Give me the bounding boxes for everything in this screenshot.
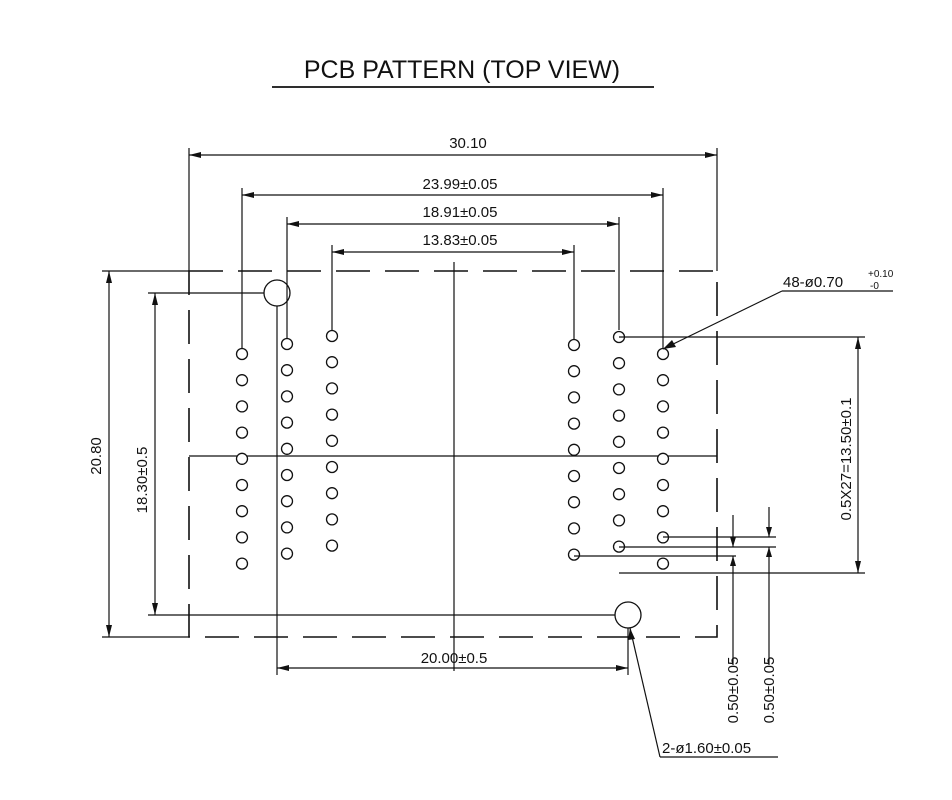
dim-overall-width: 30.10	[188, 135, 718, 271]
drawing-title: PCB PATTERN (TOP VIEW)	[304, 56, 620, 84]
outer-row-span-label: 23.99±0.05	[423, 176, 498, 193]
pad-row-left-inner-pad	[325, 434, 339, 447]
mounting-hole-bottom-right	[614, 601, 642, 629]
pitch-b-label: 0.50±0.05	[761, 657, 778, 724]
pad-row-left-inner-pad	[325, 487, 339, 500]
pad-row-right-inner-pad	[567, 522, 581, 535]
overall-height-label: 20.80	[88, 437, 105, 475]
middle-row-span-label: 18.91±0.05	[423, 204, 498, 221]
pad-row-left-outer-pad	[235, 400, 249, 413]
pad-row-left-middle-pad	[280, 337, 294, 351]
hole-vertical-span-label: 18.30±0.5	[134, 447, 151, 514]
pad-row-right-inner-pad	[567, 391, 581, 404]
hole-spec-label: 2-ø1.60±0.05	[662, 740, 751, 757]
pad-row-left-middle-pad	[280, 468, 294, 482]
pad-row-left-outer-pad	[235, 452, 249, 465]
pad-row-right-middle-pad	[612, 383, 626, 396]
pad-row-right-outer-pad	[656, 400, 670, 413]
pad-row-left-inner-pad	[325, 539, 339, 552]
pad-row-left-outer-pad	[235, 505, 249, 518]
pad-row-right-outer-pad	[656, 505, 670, 518]
pad-row-right-inner-pad	[567, 338, 581, 352]
dim-pitch-details: 0.50±0.05 0.50±0.05	[574, 507, 778, 723]
dim-middle-row-span: 18.91±0.05	[286, 204, 620, 339]
pad-row-left-inner-pad	[325, 460, 339, 474]
pad-row-right-outer-pad	[656, 452, 670, 465]
mounting-hole-top-left	[263, 279, 291, 307]
pad-row-right-middle-pad	[612, 514, 626, 527]
pad-row-left-outer-pad	[235, 426, 249, 439]
pad-row-right-inner-pad	[567, 496, 581, 509]
pad-row-left-outer-pad	[235, 478, 249, 492]
pad-row-left-inner-pad	[325, 356, 339, 369]
pad-row-left-middle-pad	[280, 495, 294, 508]
pad-row-right-middle-pad	[612, 357, 626, 370]
hole-spacing-label: 20.00±0.5	[421, 650, 488, 667]
pad-row-left-middle-pad	[280, 442, 294, 455]
pad-row-right-middle-pad	[612, 435, 626, 448]
pad-row-left-outer-pad	[235, 374, 249, 387]
pad-row-right-inner-pad	[567, 365, 581, 378]
pad-row-right-outer-pad	[656, 557, 670, 570]
pad-row-right-middle-pad	[612, 461, 626, 475]
pad-row-right-outer-pad	[656, 347, 670, 361]
pitch-total-label: 0.5X27=13.50±0.1	[838, 398, 855, 521]
dim-hole-spacing: 20.00±0.5	[276, 306, 629, 675]
pad-row-left-inner-pad	[325, 329, 339, 343]
pad-row-right-inner-pad	[567, 443, 581, 456]
dim-inner-row-span: 13.83±0.05	[331, 232, 575, 339]
pad-row-left-middle-pad	[280, 521, 294, 534]
pad-row-right-outer-pad	[656, 374, 670, 387]
pad-row-left-inner-pad	[325, 408, 339, 421]
module-outline	[188, 270, 718, 638]
pad-row-right-middle-pad	[612, 409, 626, 422]
pad-row-left-inner-pad	[325, 382, 339, 395]
dim-outer-row-span: 23.99±0.05	[241, 176, 664, 348]
pad-row-left-middle-pad	[280, 364, 294, 377]
pad-tol-minus: -0	[870, 281, 879, 292]
pad-row-left-middle-pad	[280, 390, 294, 403]
dim-overall-height: 20.80	[88, 270, 189, 638]
pad-row-right-outer-pad	[656, 478, 670, 492]
overall-width-label: 30.10	[449, 135, 487, 152]
pad-tol-plus: +0.10	[868, 269, 894, 280]
pad-row-right-middle-pad	[612, 488, 626, 501]
pad-row-left-outer-pad	[235, 557, 249, 570]
pad-row-left-middle-pad	[280, 547, 294, 560]
pad-count-label: 48-ø0.70	[783, 274, 843, 291]
pad-row-right-inner-pad	[567, 469, 581, 483]
pad-row-right-inner-pad	[567, 417, 581, 430]
dim-hole-vertical-span: 18.30±0.5	[134, 292, 615, 616]
pad-row-right-outer-pad	[656, 426, 670, 439]
pad-row-left-outer-pad	[235, 347, 249, 361]
dim-pitch-total: 0.5X27=13.50±0.1	[619, 336, 865, 574]
pad-row-left-outer-pad	[235, 531, 249, 544]
pad-row-right-inner-pad	[567, 548, 581, 561]
pad-row-left-middle-pad	[280, 416, 294, 429]
pitch-a-label: 0.50±0.05	[725, 657, 742, 724]
callout-hole-spec: 2-ø1.60±0.05	[628, 627, 778, 758]
callout-pad-spec: 48-ø0.70 +0.10 -0	[662, 269, 894, 350]
inner-row-span-label: 13.83±0.05	[423, 232, 498, 249]
pad-array	[235, 329, 670, 570]
pad-row-left-inner-pad	[325, 513, 339, 526]
